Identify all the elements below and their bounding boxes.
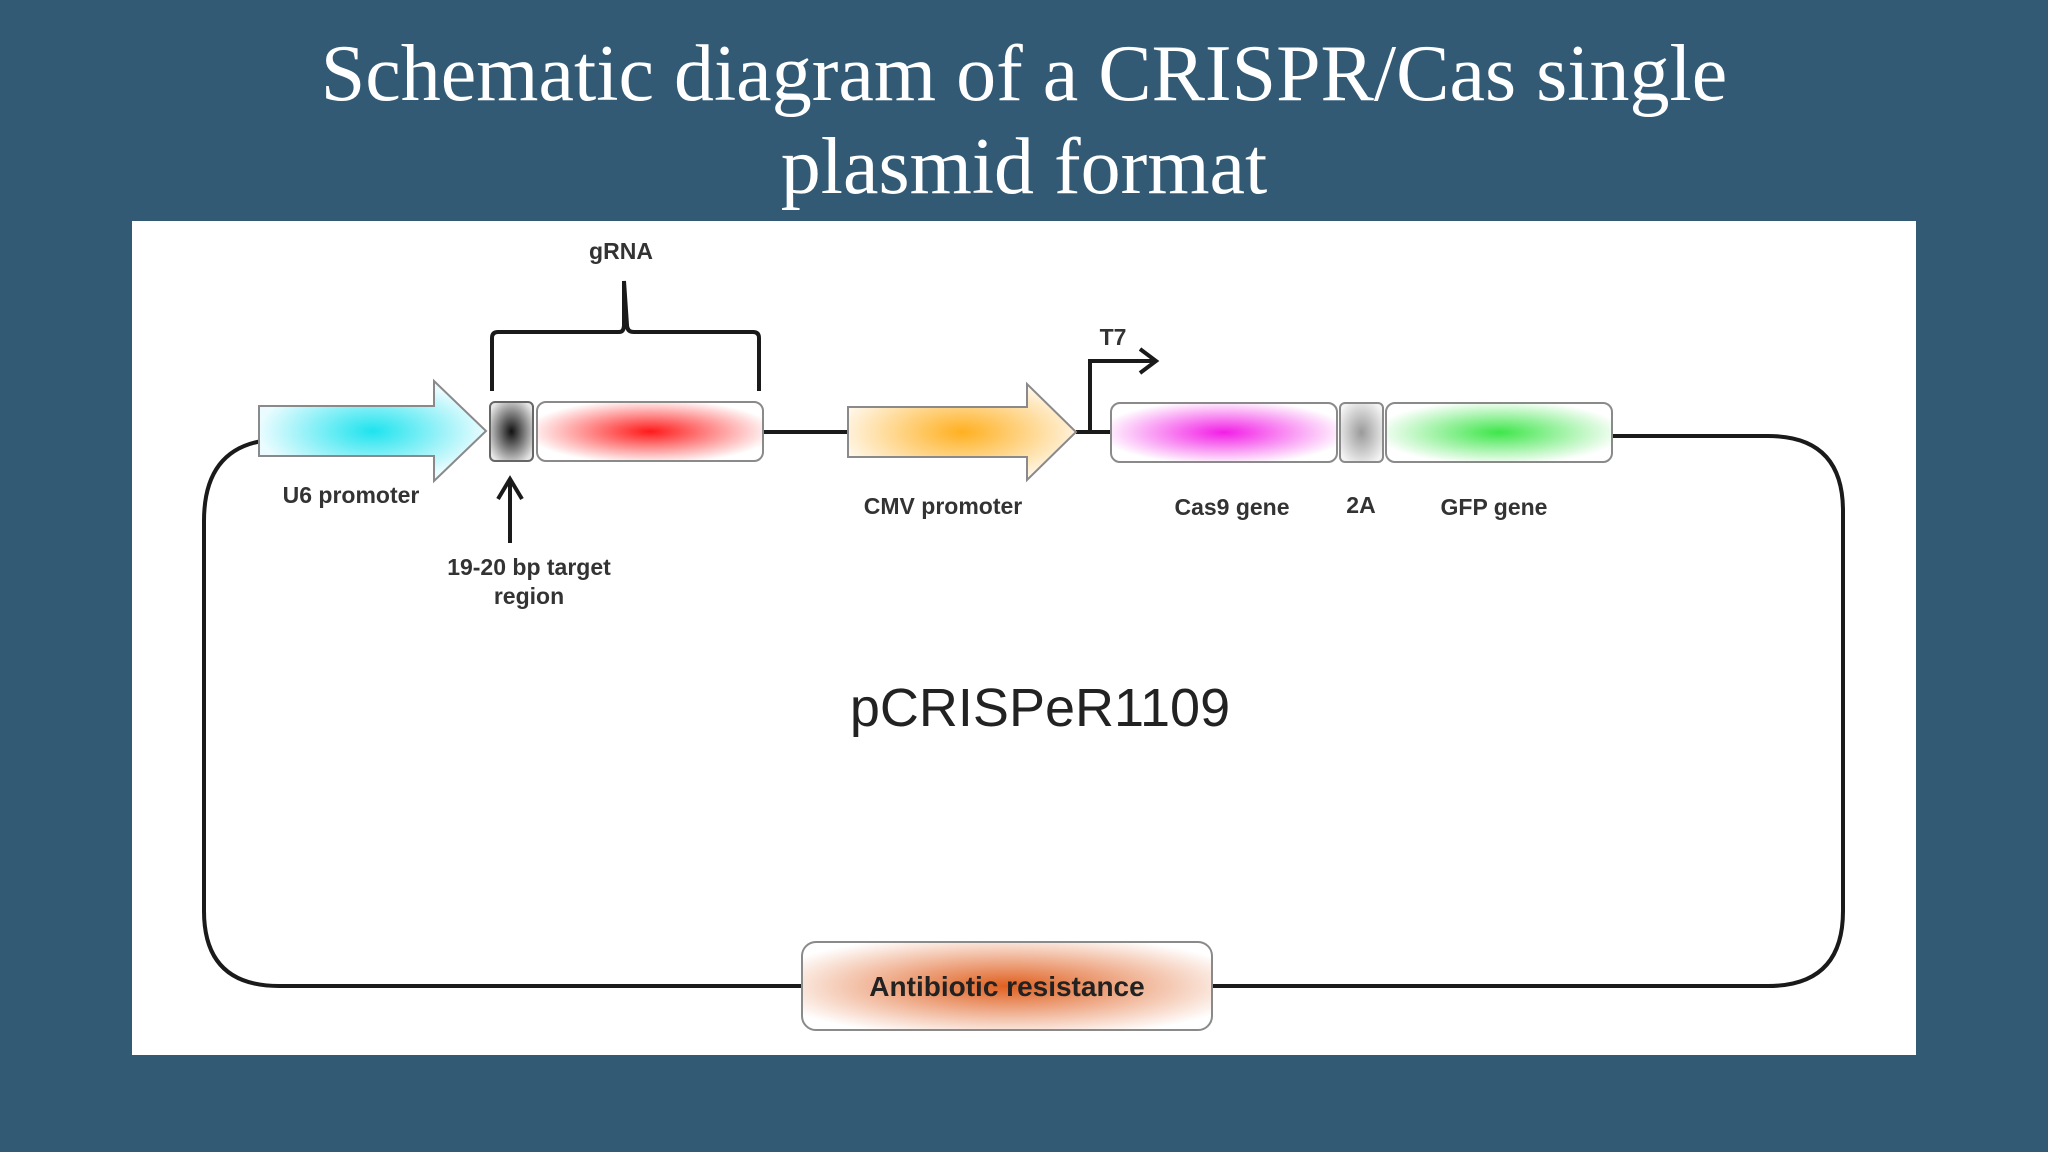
gfp-gene-box xyxy=(1385,402,1613,463)
two-a-label: 2A xyxy=(1346,492,1375,518)
gfp-gene-label: GFP gene xyxy=(1441,494,1548,520)
cas9-gene-label: Cas9 gene xyxy=(1174,494,1289,520)
grna-scaffold-box xyxy=(536,401,764,462)
plasmid-diagram-panel: gRNA U6 promoter 19-20 bp target region … xyxy=(132,221,1916,1055)
grna-bracket xyxy=(490,280,761,391)
plasmid-name-label: pCRISPeR1109 xyxy=(850,678,1230,738)
two-a-box xyxy=(1339,402,1384,463)
t7-label: T7 xyxy=(1100,324,1127,350)
slide-title: Schematic diagram of a CRISPR/Cas single… xyxy=(0,28,2048,214)
t7-promoter-arrow xyxy=(1088,359,1154,432)
cmv-promoter-arrow xyxy=(847,381,1078,483)
antibiotic-resistance-label: Antibiotic resistance xyxy=(869,971,1144,1002)
u6-promoter-label: U6 promoter xyxy=(283,482,420,508)
grna-label: gRNA xyxy=(589,238,653,264)
cas9-gene-box xyxy=(1110,402,1338,463)
cmv-promoter-label: CMV promoter xyxy=(864,493,1023,519)
antibiotic-resistance-box xyxy=(801,941,1213,1031)
target-region-box xyxy=(489,401,534,462)
plasmid-backbone xyxy=(202,434,1845,988)
u6-promoter-arrow xyxy=(258,378,488,484)
target-region-arrowhead xyxy=(496,475,524,501)
plasmid-diagram: gRNA U6 promoter 19-20 bp target region … xyxy=(202,238,1845,1031)
target-region-label-line-1: 19-20 bp target xyxy=(447,554,611,580)
slide-title-line-2: plasmid format xyxy=(780,123,1268,211)
t7-arrowhead xyxy=(1138,347,1160,375)
slide-title-line-1: Schematic diagram of a CRISPR/Cas single xyxy=(320,30,1728,118)
target-region-label-line-2: region xyxy=(494,583,564,609)
